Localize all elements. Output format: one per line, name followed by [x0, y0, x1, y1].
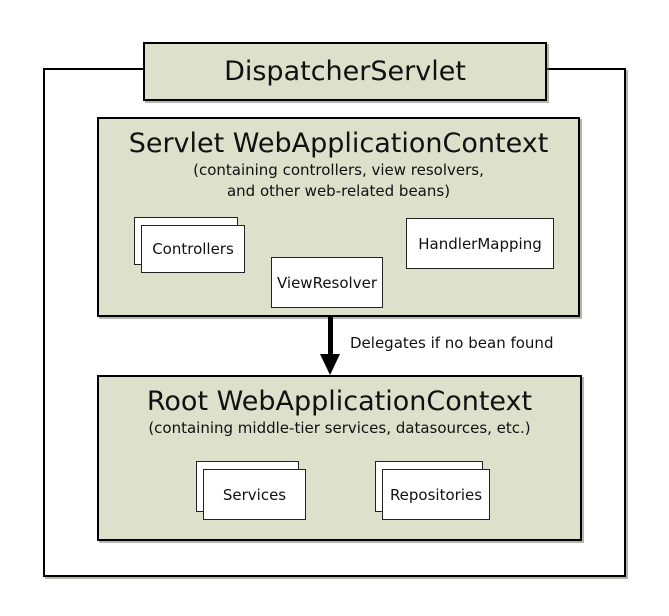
repositories-bean-box: Repositories: [382, 469, 490, 520]
controllers-bean-stack: Controllers: [134, 217, 245, 273]
services-bean-label: Services: [222, 485, 287, 504]
dispatcher-servlet-label: DispatcherServlet: [224, 56, 466, 87]
servlet-context-title: Servlet WebApplicationContext: [128, 128, 549, 159]
delegation-arrow-shaft: [328, 316, 333, 358]
delegation-arrow-head-icon: [320, 354, 340, 375]
repositories-bean-label: Repositories: [389, 485, 483, 504]
root-context-subtitle: (containing middle-tier services, dataso…: [148, 419, 531, 438]
root-webapplicationcontext-box: Root WebApplicationContext (containing m…: [97, 375, 582, 541]
handlermapping-bean-label: HandlerMapping: [418, 234, 542, 253]
services-bean-stack: Services: [196, 461, 306, 520]
handlermapping-bean-box: HandlerMapping: [406, 218, 554, 269]
servlet-context-subtitle-line1: (containing controllers, view resolvers,: [193, 161, 484, 180]
servlet-context-subtitle-line2: and other web-related beans): [226, 181, 451, 200]
services-bean-box: Services: [203, 469, 306, 520]
delegation-arrow-label: Delegates if no bean found: [350, 334, 554, 352]
controllers-bean-label: Controllers: [152, 240, 234, 258]
viewresolver-bean-box: ViewResolver: [271, 257, 383, 308]
root-context-title: Root WebApplicationContext: [146, 386, 533, 417]
repositories-bean-stack: Repositories: [375, 461, 490, 520]
dispatcher-servlet-box: DispatcherServlet: [143, 42, 547, 101]
viewresolver-bean-label: ViewResolver: [276, 273, 377, 292]
controllers-bean-box: Controllers: [141, 225, 245, 273]
